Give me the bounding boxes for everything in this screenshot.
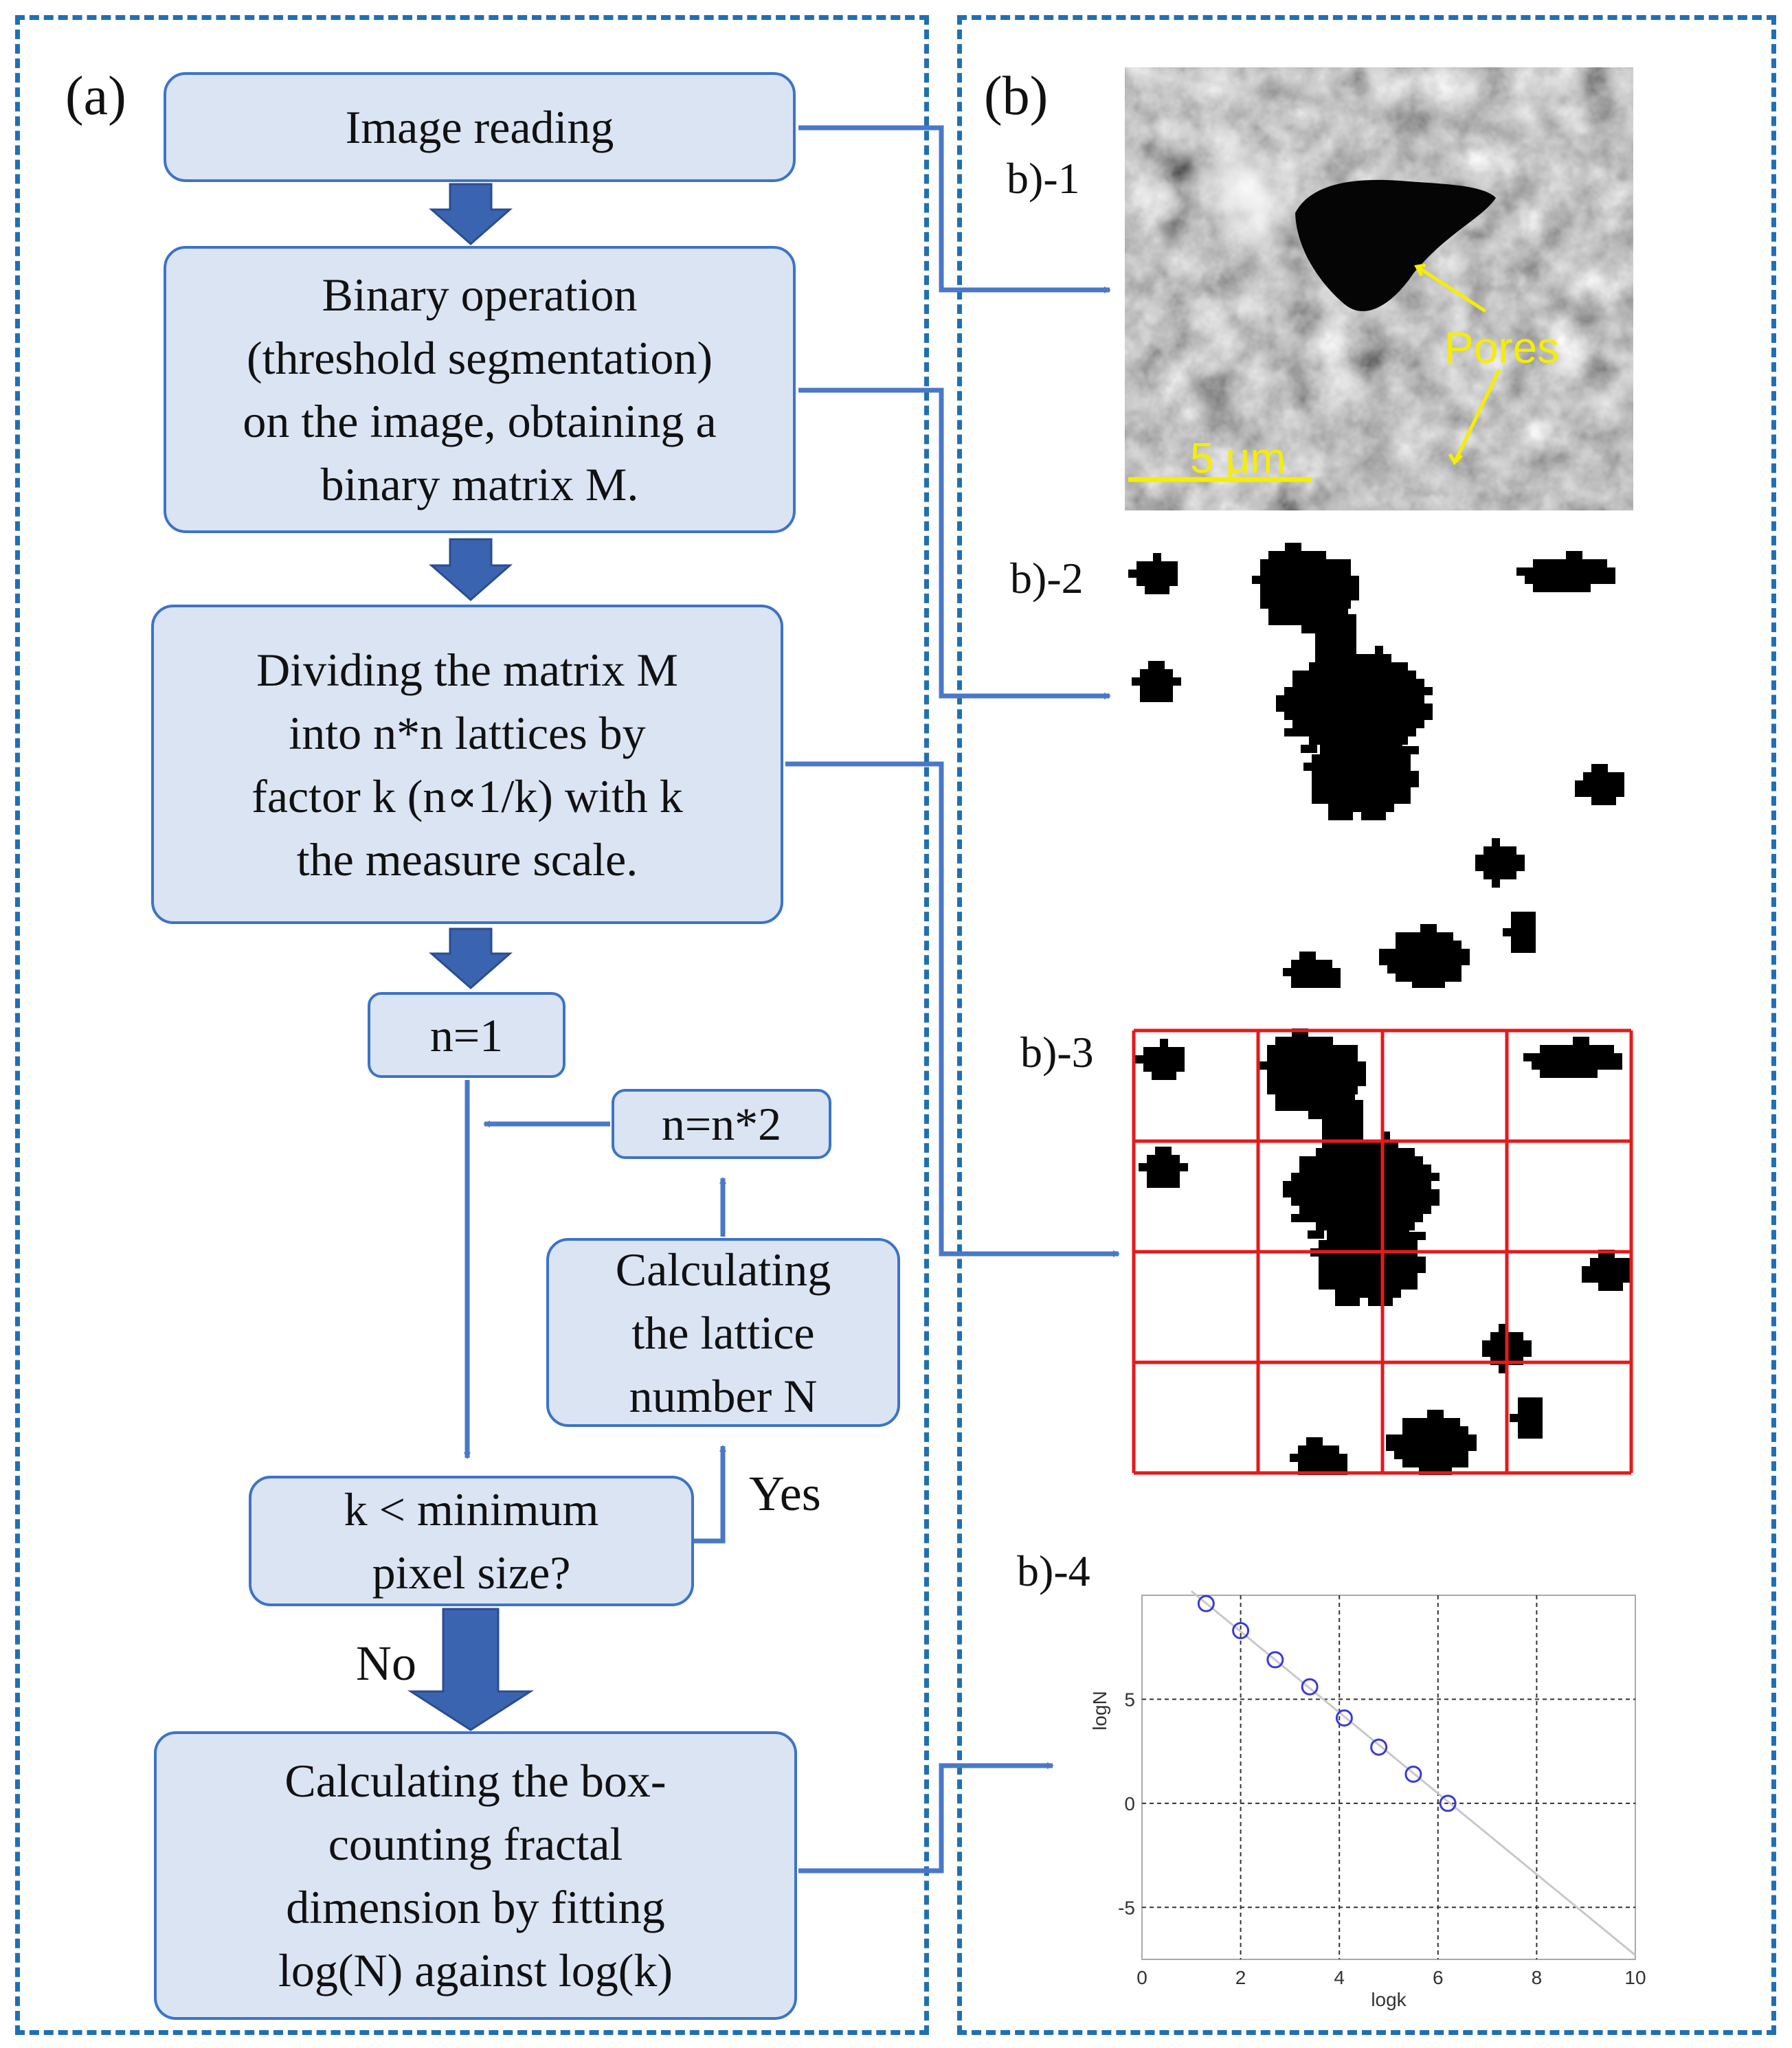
x-tick-labels: 0 2 4 6 8 10 <box>1136 1967 1646 1988</box>
step-image-reading: Image reading <box>164 72 796 182</box>
gridded-pixels <box>1135 1028 1631 1475</box>
connector-to-b3 <box>785 761 1120 1257</box>
fit-line <box>1190 1590 1636 1957</box>
connector-to-b1 <box>798 125 1111 293</box>
sublabel-b1: b)-1 <box>1007 154 1080 203</box>
y-tick-label: -5 <box>1118 1897 1135 1918</box>
step-dividing-matrix: Dividing the matrix M into n*n lattices … <box>151 605 783 924</box>
x-tick-label: 6 <box>1433 1967 1444 1988</box>
pores-annotation: Pores <box>1444 323 1559 372</box>
panel-b-label: (b) <box>984 66 1049 126</box>
step-n-init: n=1 <box>368 992 565 1078</box>
y-axis-label: logN <box>1089 1691 1110 1731</box>
step-binary-operation: Binary operation (threshold segmentation… <box>164 246 796 533</box>
data-point <box>1266 1651 1284 1669</box>
loglog-chart: 0 2 4 6 8 10 -5 0 5 logk logN <box>1089 1590 1646 2010</box>
x-tick-label: 10 <box>1624 1967 1646 1988</box>
connector-to-b2 <box>798 387 1111 699</box>
data-point <box>1232 1621 1250 1639</box>
y-tick-label: 5 <box>1124 1689 1135 1710</box>
yes-label: Yes <box>749 1466 821 1521</box>
step-n-double: n=n*2 <box>612 1089 831 1159</box>
x-tick-label: 8 <box>1532 1967 1543 1988</box>
y-tick-labels: -5 0 5 <box>1118 1689 1135 1918</box>
block-arrow-4 <box>407 1608 535 1731</box>
binary-pixels <box>1128 543 1624 988</box>
no-label: No <box>356 1636 416 1691</box>
step-binary-operation-text: Binary operation (threshold segmentation… <box>243 269 717 510</box>
panel-b-border <box>957 15 1776 2035</box>
data-point <box>1370 1738 1388 1756</box>
panel-a-label: (a) <box>65 66 126 126</box>
sublabel-b3: b)-3 <box>1020 1028 1094 1077</box>
data-point <box>1301 1678 1319 1696</box>
sem-image: Pores 5 μm <box>1125 67 1633 510</box>
step-box-counting-text: Calculating the box- counting fractal di… <box>278 1755 673 1996</box>
sublabel-b4: b)-4 <box>1017 1546 1090 1595</box>
block-arrow-3 <box>429 927 513 989</box>
data-point <box>1335 1709 1353 1727</box>
step-n-double-text: n=n*2 <box>661 1098 782 1150</box>
connector-to-b4 <box>798 1762 1054 1873</box>
data-point <box>1404 1765 1422 1783</box>
step-calc-lattice: Calculating the lattice number N <box>546 1238 900 1427</box>
step-decision-text: k < minimum pixel size? <box>344 1483 599 1599</box>
data-point <box>1439 1794 1457 1812</box>
step-calc-lattice-text: Calculating the lattice number N <box>615 1243 831 1422</box>
x-tick-label: 0 <box>1136 1967 1147 1988</box>
chart-points <box>1197 1595 1457 1812</box>
block-arrow-2 <box>429 538 513 601</box>
step-box-counting: Calculating the box- counting fractal di… <box>154 1731 797 2020</box>
x-axis-label: logk <box>1371 1989 1407 2010</box>
step-dividing-matrix-text: Dividing the matrix M into n*n lattices … <box>251 643 683 886</box>
y-tick-label: 0 <box>1124 1793 1135 1814</box>
block-arrow-1 <box>429 183 513 245</box>
sublabel-b2: b)-2 <box>1010 554 1084 603</box>
pore-shape <box>1295 179 1496 311</box>
step-image-reading-text: Image reading <box>345 101 614 153</box>
connector-yes-up <box>694 1445 726 1544</box>
lattice-grid <box>1132 1028 1633 1475</box>
step-decision: k < minimum pixel size? <box>249 1476 694 1606</box>
chart-grid <box>1142 1595 1635 1959</box>
bright-grain <box>1191 116 1299 259</box>
x-tick-label: 2 <box>1235 1967 1246 1988</box>
data-point <box>1197 1595 1215 1612</box>
step-n-init-text: n=1 <box>429 1009 504 1061</box>
binary-image <box>1125 543 1639 988</box>
gridded-image <box>1132 1028 1633 1475</box>
panel-a-border <box>15 15 929 2035</box>
scale-bar-label: 5 μm <box>1190 435 1286 482</box>
x-tick-label: 4 <box>1334 1967 1345 1988</box>
